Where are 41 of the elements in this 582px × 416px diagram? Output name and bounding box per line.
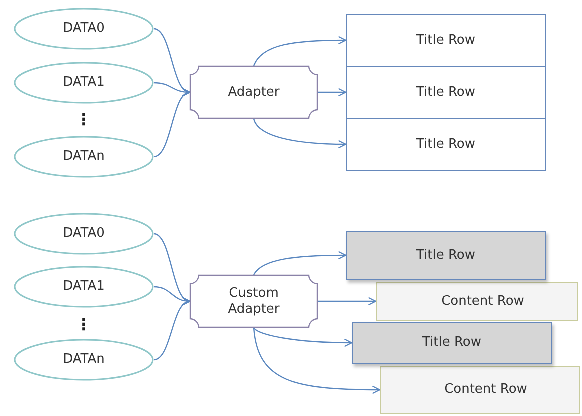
arrow bbox=[253, 118, 347, 149]
data-ellipse bbox=[14, 8, 154, 50]
arrow bbox=[318, 297, 377, 306]
data-ellipse bbox=[14, 266, 154, 308]
node-label: DATAn bbox=[63, 352, 105, 368]
title-row-box bbox=[346, 14, 546, 67]
node-label: Title Row bbox=[416, 84, 476, 100]
ellipsis-mark: ⋮ bbox=[76, 317, 92, 333]
title-row-box bbox=[346, 118, 546, 171]
adapter-box bbox=[190, 275, 318, 328]
data-ellipse bbox=[14, 136, 154, 178]
node-label: DATA0 bbox=[63, 226, 105, 242]
data-ellipse bbox=[14, 62, 154, 104]
arrow bbox=[154, 299, 191, 361]
node-label: Title Row bbox=[416, 32, 476, 48]
node-label: Title Row bbox=[422, 335, 482, 351]
arrow bbox=[318, 88, 347, 97]
arrow bbox=[154, 90, 191, 158]
data-ellipse bbox=[14, 339, 154, 381]
adapter-box bbox=[190, 66, 318, 119]
node-label: Custom Adapter bbox=[227, 286, 281, 318]
node-label: DATAn bbox=[63, 149, 105, 165]
data-ellipse bbox=[14, 213, 154, 255]
node-label: DATA1 bbox=[63, 279, 105, 295]
node-label: Content Row bbox=[444, 382, 528, 398]
title-row-box bbox=[346, 231, 546, 280]
node-label: DATA1 bbox=[63, 75, 105, 91]
arrow bbox=[254, 328, 353, 348]
node-label: Title Row bbox=[416, 136, 476, 152]
title-row-box bbox=[346, 66, 546, 119]
content-row-box bbox=[380, 366, 580, 414]
arrow bbox=[253, 36, 347, 66]
arrow bbox=[253, 328, 381, 394]
title-row-box bbox=[352, 322, 552, 364]
node-label: Title Row bbox=[416, 248, 476, 264]
node-label: Adapter bbox=[228, 84, 280, 100]
content-row-box bbox=[376, 282, 578, 321]
node-label: DATA0 bbox=[63, 21, 105, 37]
ellipsis-mark: ⋮ bbox=[76, 112, 92, 128]
arrow bbox=[254, 251, 347, 276]
node-label: Content Row bbox=[440, 294, 524, 310]
